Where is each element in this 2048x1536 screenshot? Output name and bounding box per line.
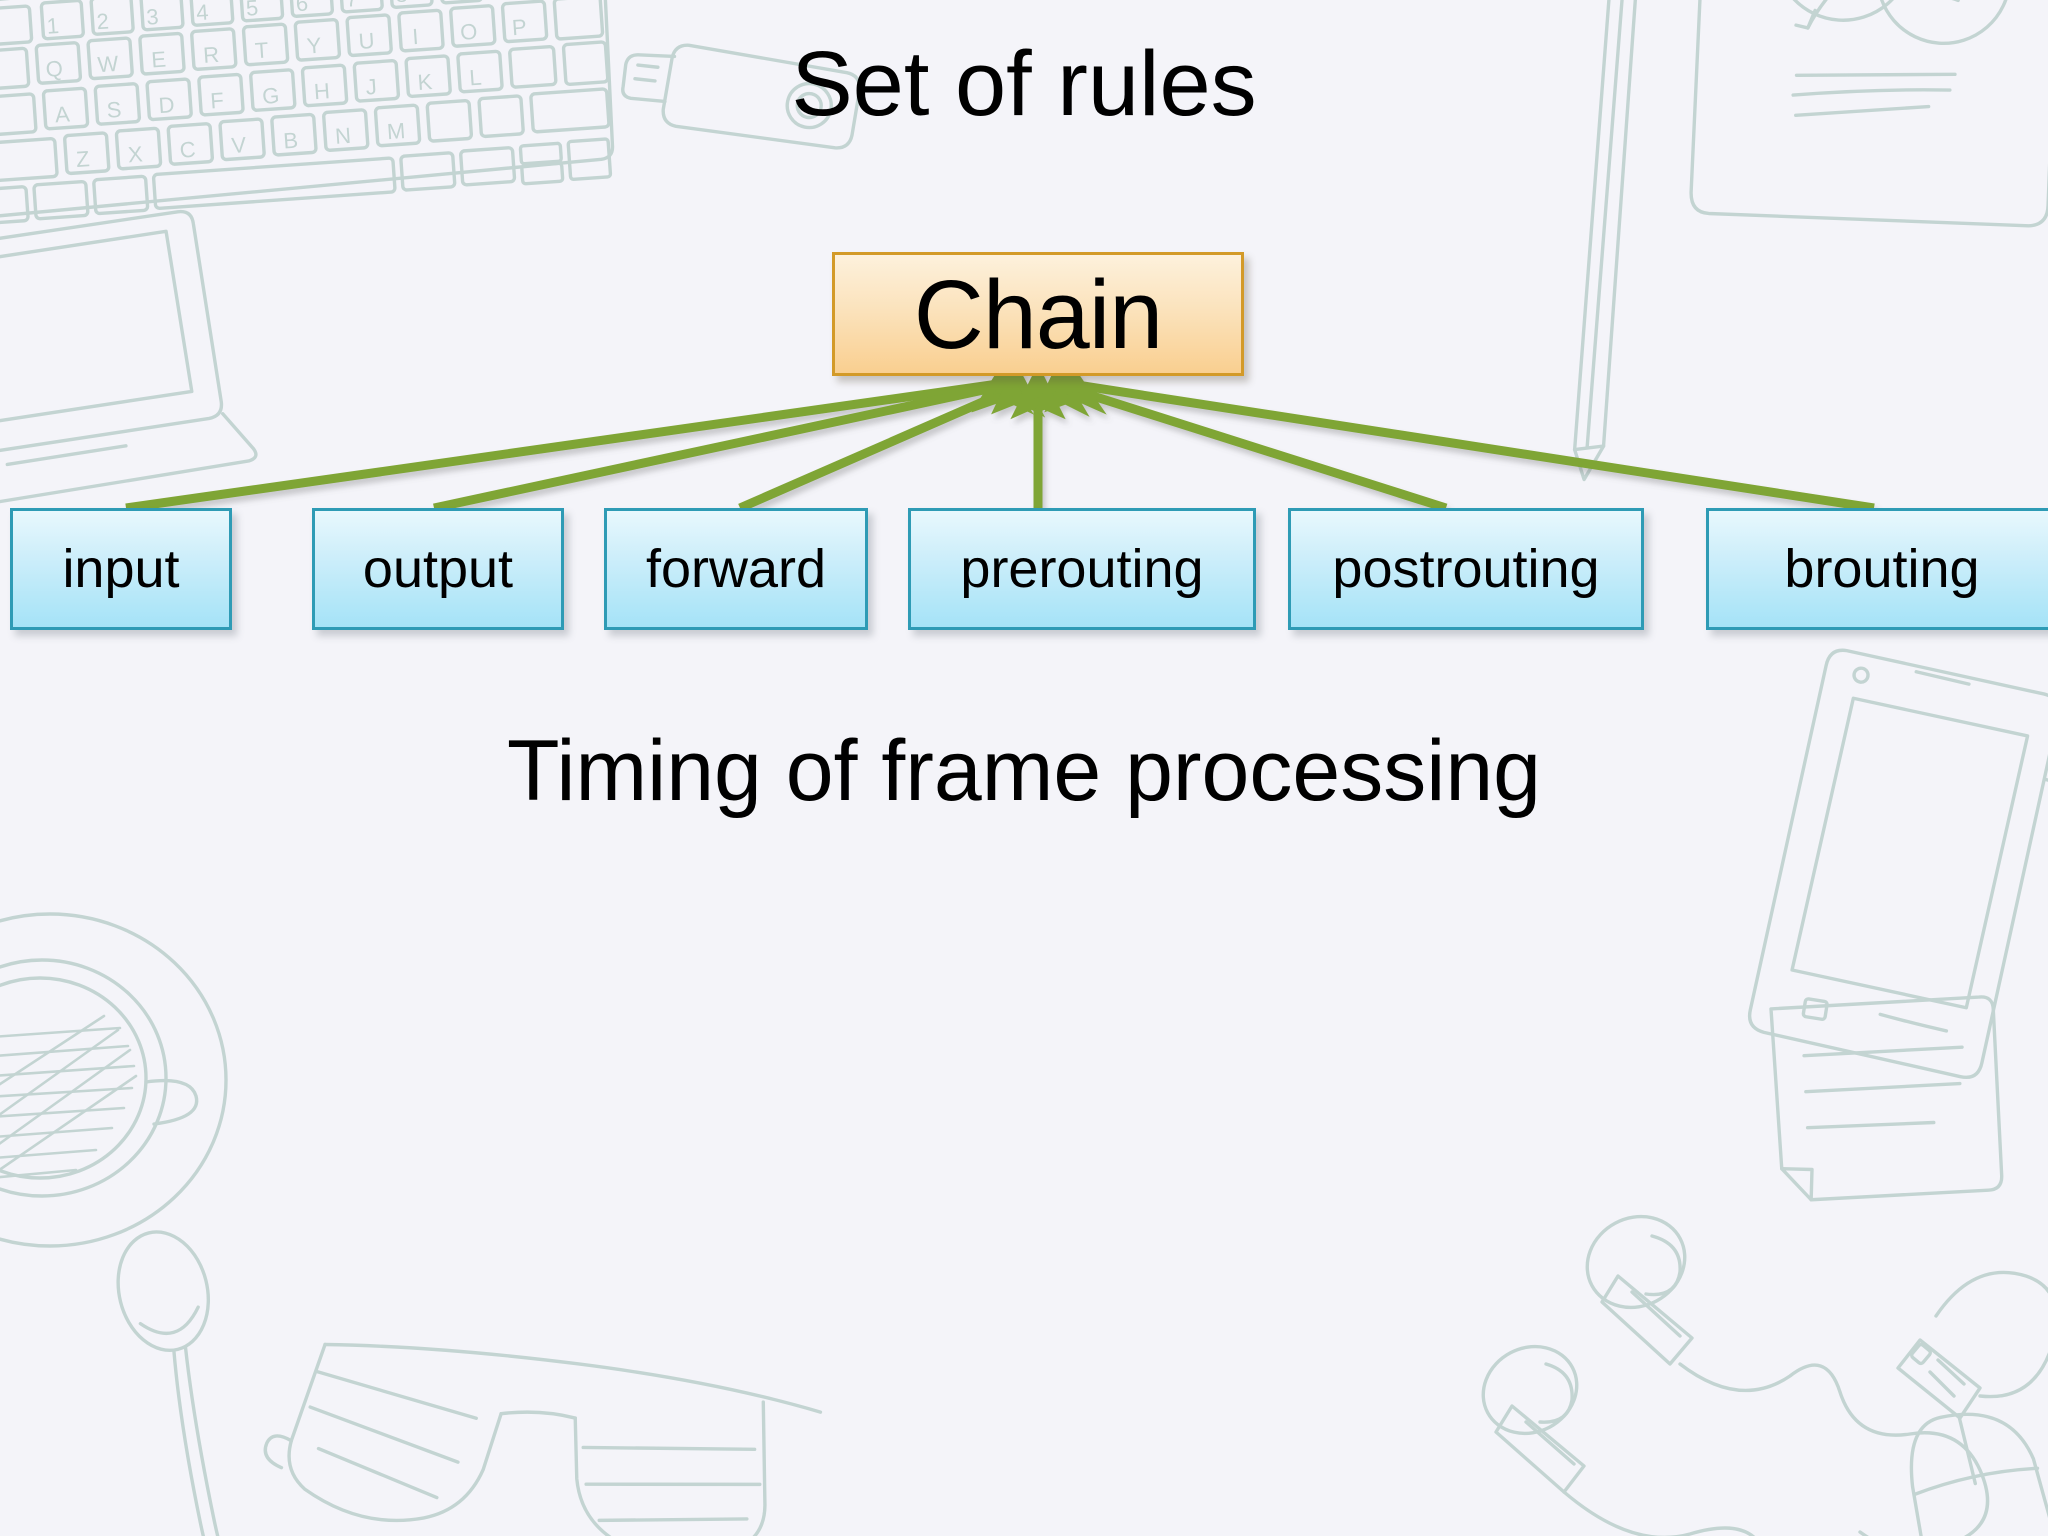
chain-node-input[interactable]: input <box>10 508 232 630</box>
svg-text:7: 7 <box>345 0 359 12</box>
connector-postrouting <box>1050 378 1448 513</box>
chain-node-label: postrouting <box>1332 539 1600 599</box>
svg-text:6: 6 <box>295 0 309 16</box>
svg-text:X: X <box>127 141 144 167</box>
diagram-caption: Timing of frame processing <box>507 723 1541 819</box>
chain-node-label: forward <box>645 539 827 599</box>
svg-text:3: 3 <box>145 4 159 30</box>
page-title: Set of rules <box>791 33 1257 135</box>
chain-node-postrouting[interactable]: postrouting <box>1288 508 1644 630</box>
svg-text:2: 2 <box>96 8 110 34</box>
arrowhead-right-inner <box>1033 362 1090 417</box>
svg-text:4: 4 <box>195 0 209 25</box>
chain-node-forward[interactable]: forward <box>604 508 868 630</box>
svg-text:Z: Z <box>75 146 90 172</box>
mouse-doodle <box>1909 1412 2048 1536</box>
spoon-doodle <box>116 1230 241 1536</box>
arrowhead-left-inner <box>991 361 1046 418</box>
sticky-note-doodle <box>1769 995 2004 1202</box>
svg-text:V: V <box>231 132 248 158</box>
svg-text:9: 9 <box>444 0 458 3</box>
svg-text:B: B <box>282 127 298 153</box>
connector-forward <box>738 378 1028 513</box>
connector-input <box>125 378 1006 513</box>
svg-text:1: 1 <box>46 13 60 39</box>
coffee-cup-doodle <box>0 912 228 1248</box>
svg-text:5: 5 <box>245 0 259 21</box>
arrowhead-center <box>1010 363 1066 420</box>
connector-output <box>433 378 1017 513</box>
chain-node-output[interactable]: output <box>312 508 564 630</box>
chain-node-prerouting[interactable]: prerouting <box>908 508 1256 630</box>
smartphone-doodle <box>1747 648 2048 1079</box>
chain-node-label: brouting <box>1784 539 1980 599</box>
arrowhead-right-outer <box>1044 363 1107 415</box>
svg-text:C: C <box>179 137 197 163</box>
chain-root-node[interactable]: Chain <box>832 252 1244 376</box>
svg-text:8: 8 <box>395 0 409 7</box>
earbuds-doodle <box>1481 1214 2048 1536</box>
chain-node-label: input <box>62 539 180 599</box>
laptop-doodle <box>0 209 258 528</box>
svg-text:P: P <box>511 14 527 40</box>
connector-brouting <box>1063 378 1875 513</box>
sunglasses-doodle <box>263 1342 823 1536</box>
chain-node-label: prerouting <box>960 539 1204 599</box>
chain-node-label: output <box>362 539 514 599</box>
chain-root-label: Chain <box>913 259 1163 369</box>
arrowhead-left-outer <box>971 363 1034 415</box>
chain-node-brouting[interactable]: brouting <box>1706 508 2048 630</box>
